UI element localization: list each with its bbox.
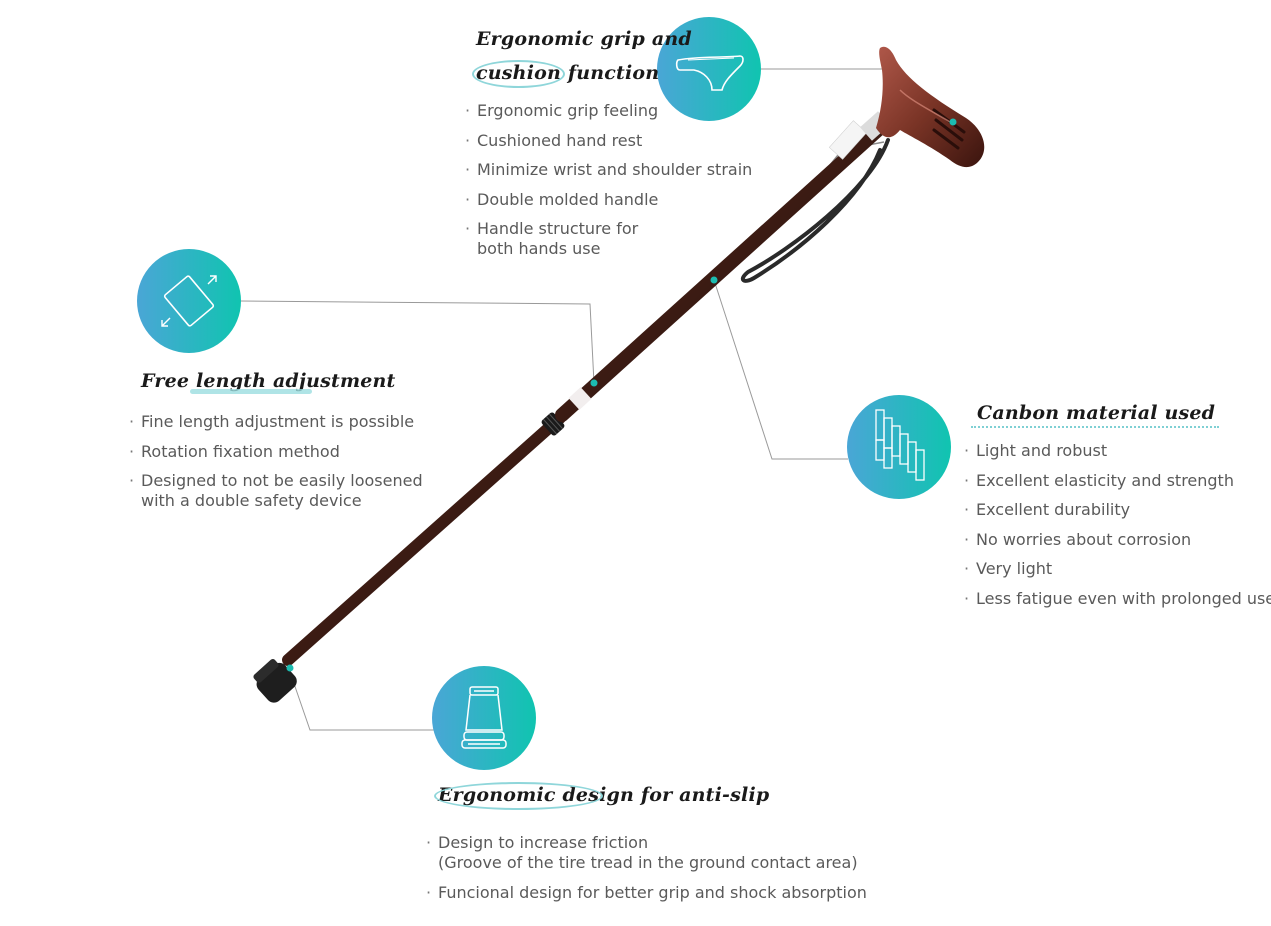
resize-icon bbox=[137, 249, 241, 353]
list-item-line: both hands use bbox=[477, 239, 601, 259]
list-item-line: Handle structure for bbox=[477, 219, 639, 239]
grip-title-line2: cushion function bbox=[472, 56, 692, 90]
rubber-tip bbox=[253, 659, 297, 703]
antislip-title: Ergonomic design for anti-slip bbox=[433, 778, 770, 812]
list-item: Design to increase friction(Groove of th… bbox=[426, 833, 867, 873]
grip-title: Ergonomic grip and cushion function bbox=[472, 22, 692, 90]
grip-feature: Ergonomic grip and cushion function bbox=[472, 22, 692, 90]
list-item: Very light bbox=[964, 559, 1271, 579]
list-item: Minimize wrist and shoulder strain bbox=[465, 160, 752, 180]
carbon-feature: Canbon material used bbox=[970, 396, 1220, 430]
antislip-title-highlight: Ergonomic des bbox=[433, 778, 604, 812]
list-item: Light and robust bbox=[964, 441, 1271, 461]
list-item: Rotation fixation method bbox=[129, 442, 423, 462]
length-bullets: Fine length adjustment is possible Rotat… bbox=[129, 412, 423, 521]
grip-title-rest: function bbox=[561, 62, 660, 84]
cane-shaft-lower bbox=[282, 412, 566, 666]
list-item: No worries about corrosion bbox=[964, 530, 1271, 550]
list-item-line: (Groove of the tire tread in the ground … bbox=[438, 853, 858, 872]
list-item: Ergonomic grip feeling bbox=[465, 101, 752, 121]
cane-shaft-upper bbox=[555, 121, 887, 422]
adjustment-collar bbox=[541, 412, 565, 436]
list-item: Excellent elasticity and strength bbox=[964, 471, 1271, 491]
list-item-line: with a double safety device bbox=[141, 491, 362, 511]
list-item: Excellent durability bbox=[964, 500, 1271, 520]
cane-handle-icon bbox=[657, 17, 761, 121]
grip-title-highlight: cushion bbox=[472, 56, 565, 90]
list-item: Less fatigue even with prolonged use bbox=[964, 589, 1271, 609]
antislip-bullets: Design to increase friction(Groove of th… bbox=[426, 833, 867, 912]
list-item: Cushioned hand rest bbox=[465, 131, 752, 151]
length-title-rest: ustment bbox=[306, 370, 396, 392]
anchor-dots bbox=[286, 118, 957, 672]
list-item-line: Designed to not be easily loosened bbox=[141, 471, 423, 491]
carbon-weave-icon bbox=[847, 395, 951, 499]
cane-handle bbox=[876, 46, 985, 168]
antislip-feature: Ergonomic design for anti-slip bbox=[433, 778, 770, 812]
carbon-bullets: Light and robust Excellent elasticity an… bbox=[964, 441, 1271, 619]
grip-bullets: Ergonomic grip feeling Cushioned hand re… bbox=[465, 101, 752, 269]
list-item-line: Design to increase friction bbox=[438, 833, 649, 852]
carbon-title-text: Canbon material used bbox=[970, 396, 1220, 430]
grip-title-line1: Ergonomic grip and bbox=[476, 28, 692, 50]
length-title-pre: Free bbox=[141, 370, 196, 392]
antislip-title-rest: ign for anti-slip bbox=[599, 784, 770, 806]
rubber-tip-icon bbox=[432, 666, 536, 770]
list-item: Funcional design for better grip and sho… bbox=[426, 883, 867, 903]
carbon-title: Canbon material used bbox=[970, 396, 1220, 430]
list-item: Double molded handle bbox=[465, 190, 752, 210]
wrist-strap bbox=[740, 138, 890, 283]
length-title-underline: length adj bbox=[189, 364, 313, 398]
list-item: Fine length adjustment is possible bbox=[129, 412, 423, 432]
length-title: Free length adjustment bbox=[141, 364, 396, 398]
length-feature: Free length adjustment bbox=[141, 364, 396, 398]
